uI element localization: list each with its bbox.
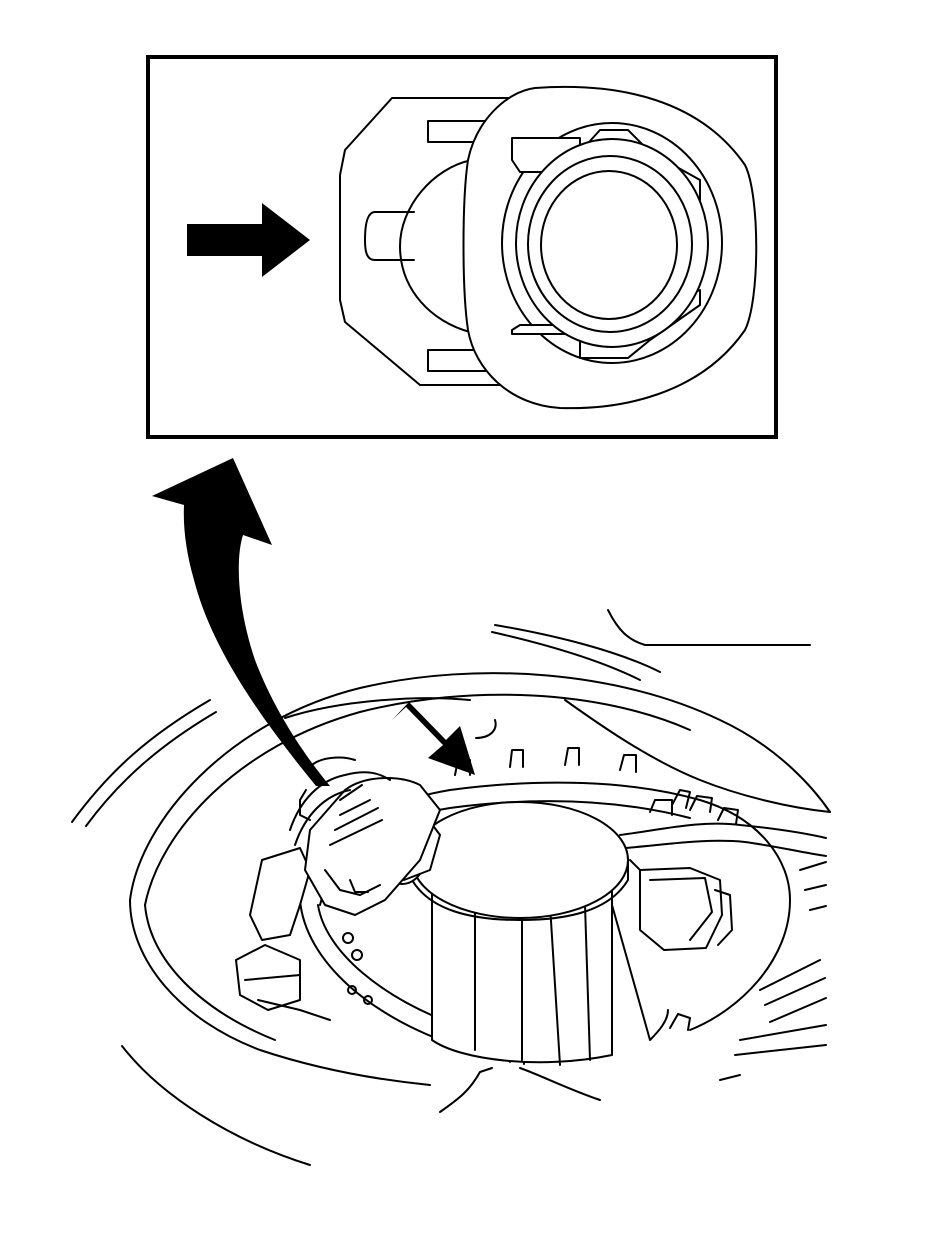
connector-face-icon — [339, 85, 758, 410]
detail-inset — [146, 55, 778, 439]
connector-arrow-icon — [392, 702, 475, 775]
curved-arrow-icon — [152, 458, 330, 786]
fuel-pump-connector — [289, 756, 441, 916]
fuel-pump-assembly-icon — [71, 609, 831, 1166]
inset-frame — [146, 55, 778, 439]
arrow-right-icon — [187, 203, 310, 277]
